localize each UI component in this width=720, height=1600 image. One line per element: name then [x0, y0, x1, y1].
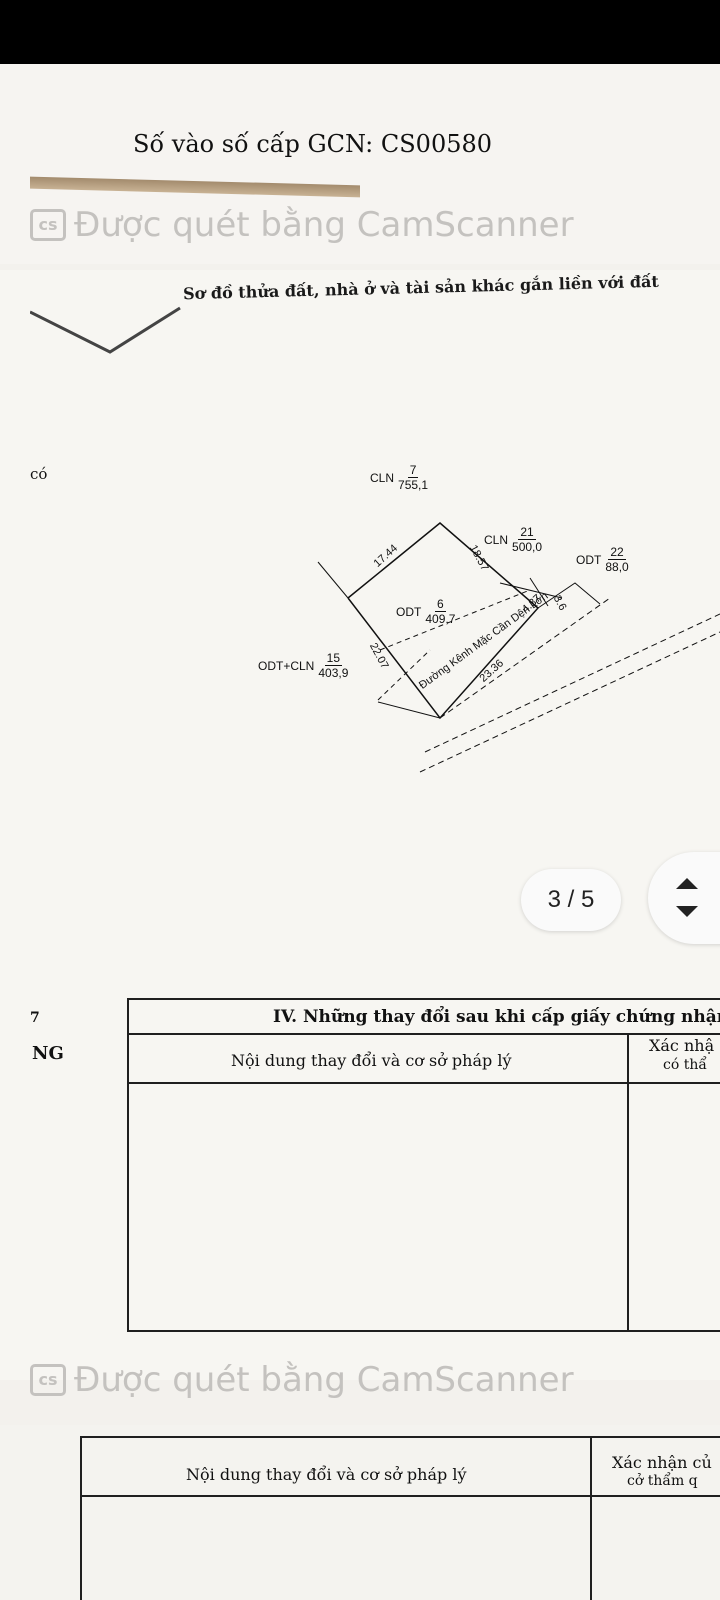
left-edge-text: có [30, 465, 48, 483]
scroll-up-icon[interactable] [676, 878, 698, 889]
camscanner-logo-icon: cs [30, 209, 66, 241]
table-bottom-border [127, 1330, 720, 1332]
table-header-bottom [127, 1082, 720, 1084]
page3-column-divider [590, 1436, 592, 1600]
page3-column-header-confirm: Xác nhận củ [612, 1453, 712, 1472]
scan-page-2 [0, 270, 720, 1380]
watermark-text: Được quét bằng CamScanner [74, 205, 574, 245]
watermark-text: Được quét bằng CamScanner [74, 1360, 574, 1400]
left-edge-heading: NG [32, 1043, 64, 1064]
folded-corner-mark [30, 306, 181, 354]
page3-table-top [80, 1436, 720, 1438]
page3-column-header-confirm-sub: cở thẩm q [627, 1473, 698, 1489]
table-header-divider [127, 1033, 720, 1035]
camscanner-watermark: cs Được quét bằng CamScanner [30, 205, 574, 245]
column-header-confirm: Xác nhậ [649, 1036, 715, 1055]
camscanner-watermark-2: cs Được quét bằng CamScanner [30, 1360, 574, 1400]
page3-column-header-content: Nội dung thay đổi và cơ sở pháp lý [186, 1465, 467, 1484]
page3-header-bottom [80, 1495, 720, 1497]
camscanner-logo-icon: cs [30, 1364, 66, 1396]
table-column-divider [627, 1033, 629, 1332]
page3-table-left [80, 1436, 82, 1600]
left-edge-mark: 7 [30, 1010, 40, 1026]
table-top-border [127, 998, 720, 1000]
scroll-down-icon[interactable] [676, 906, 698, 917]
top-bar [0, 0, 720, 64]
page-indicator: 3 / 5 [521, 869, 621, 931]
page-scroll-button[interactable] [648, 852, 720, 944]
column-header-confirm-sub: có thẩ [663, 1057, 707, 1073]
gcn-registration-number: Số vào số cấp GCN: CS00580 [133, 130, 493, 158]
scan-page-1 [0, 64, 720, 264]
column-header-content: Nội dung thay đổi và cơ sở pháp lý [231, 1051, 512, 1070]
table-left-border [127, 998, 129, 1332]
section-iv-title: IV. Những thay đổi sau khi cấp giấy chứn… [273, 1007, 720, 1027]
scan-page-3 [0, 1425, 720, 1600]
